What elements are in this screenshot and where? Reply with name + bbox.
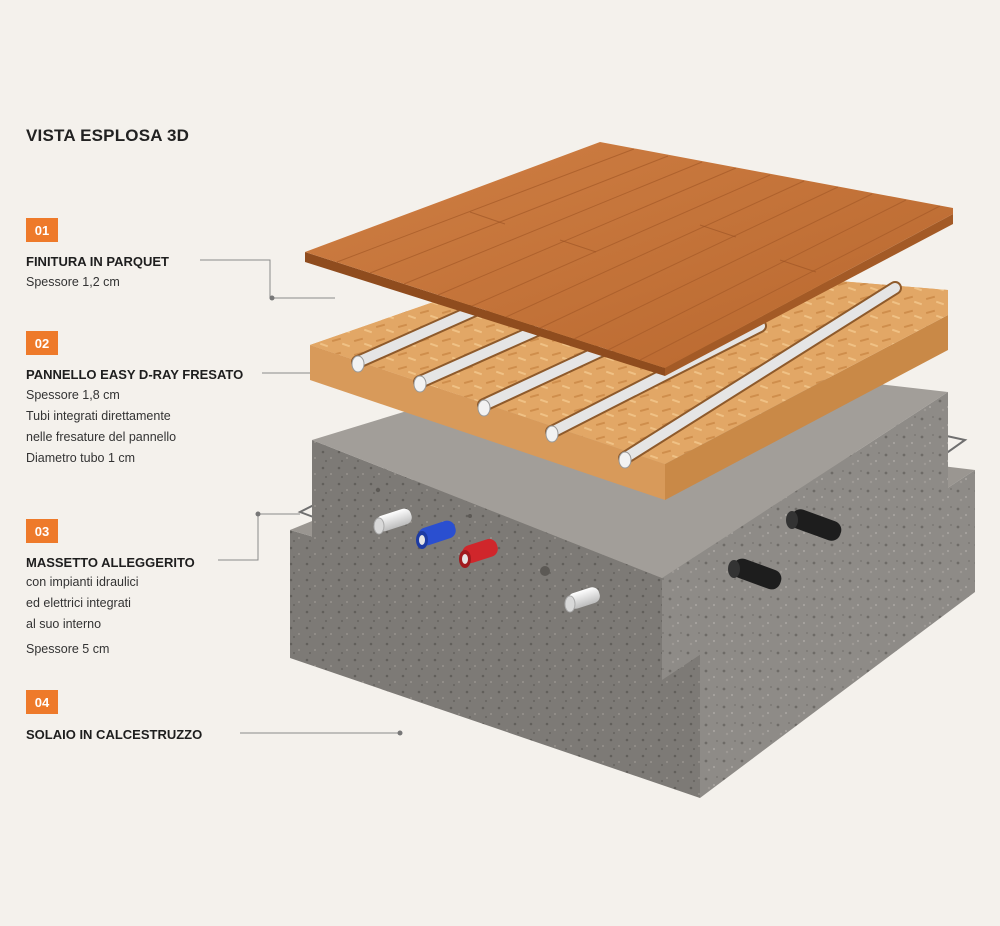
layer-02-name: PANNELLO EASY D-RAY FRESATO	[26, 367, 244, 382]
leader-lines	[200, 259, 403, 736]
black-conduit-icon	[786, 509, 842, 541]
black-conduit-icon	[728, 558, 782, 590]
layer-04-name: SOLAIO IN CALCESTRUZZO	[26, 727, 203, 742]
layer-03-line: con impianti idraulici	[26, 575, 139, 589]
white-pipe-icon	[373, 508, 412, 535]
layer-01-badge: 01	[26, 218, 58, 242]
layer-03-line: ed elettrici integrati	[26, 596, 131, 610]
layer-03-desc: con impianti idraulici ed elettrici inte…	[26, 572, 139, 660]
parquet-board	[305, 142, 953, 376]
layer-02-line: Spessore 1,8 cm	[26, 388, 120, 402]
red-pipe-icon	[459, 538, 498, 568]
blue-pipe-icon	[416, 520, 456, 549]
layer-02-line: nelle fresature del pannello	[26, 430, 177, 444]
concrete-slab	[290, 420, 975, 798]
rebar-mesh	[297, 358, 968, 652]
layer-03-line: Spessore 5 cm	[26, 642, 110, 656]
layer-02-line: Tubi integrati direttamente	[26, 409, 171, 423]
layer-02-desc: Spessore 1,8 cm Tubi integrati direttame…	[26, 385, 176, 469]
layer-04-badge: 04	[26, 690, 58, 714]
diagram-title: VISTA ESPLOSA 3D	[26, 126, 190, 145]
white-pipe-icon	[564, 587, 600, 613]
screed-pipes	[373, 508, 842, 613]
layer-03-line: al suo interno	[26, 617, 102, 631]
layer-01-desc: Spessore 1,2 cm	[26, 272, 120, 293]
layer-03-badge: 03	[26, 519, 58, 543]
layer-02-badge: 02	[26, 331, 58, 355]
layer-01-line: Spessore 1,2 cm	[26, 275, 120, 289]
layer-03-name: MASSETTO ALLEGGERITO	[26, 555, 195, 570]
screed-block	[312, 352, 948, 680]
osb-panel	[310, 258, 948, 500]
layer-01-name: FINITURA IN PARQUET	[26, 254, 169, 269]
layer-02-line: Diametro tubo 1 cm	[26, 451, 136, 465]
